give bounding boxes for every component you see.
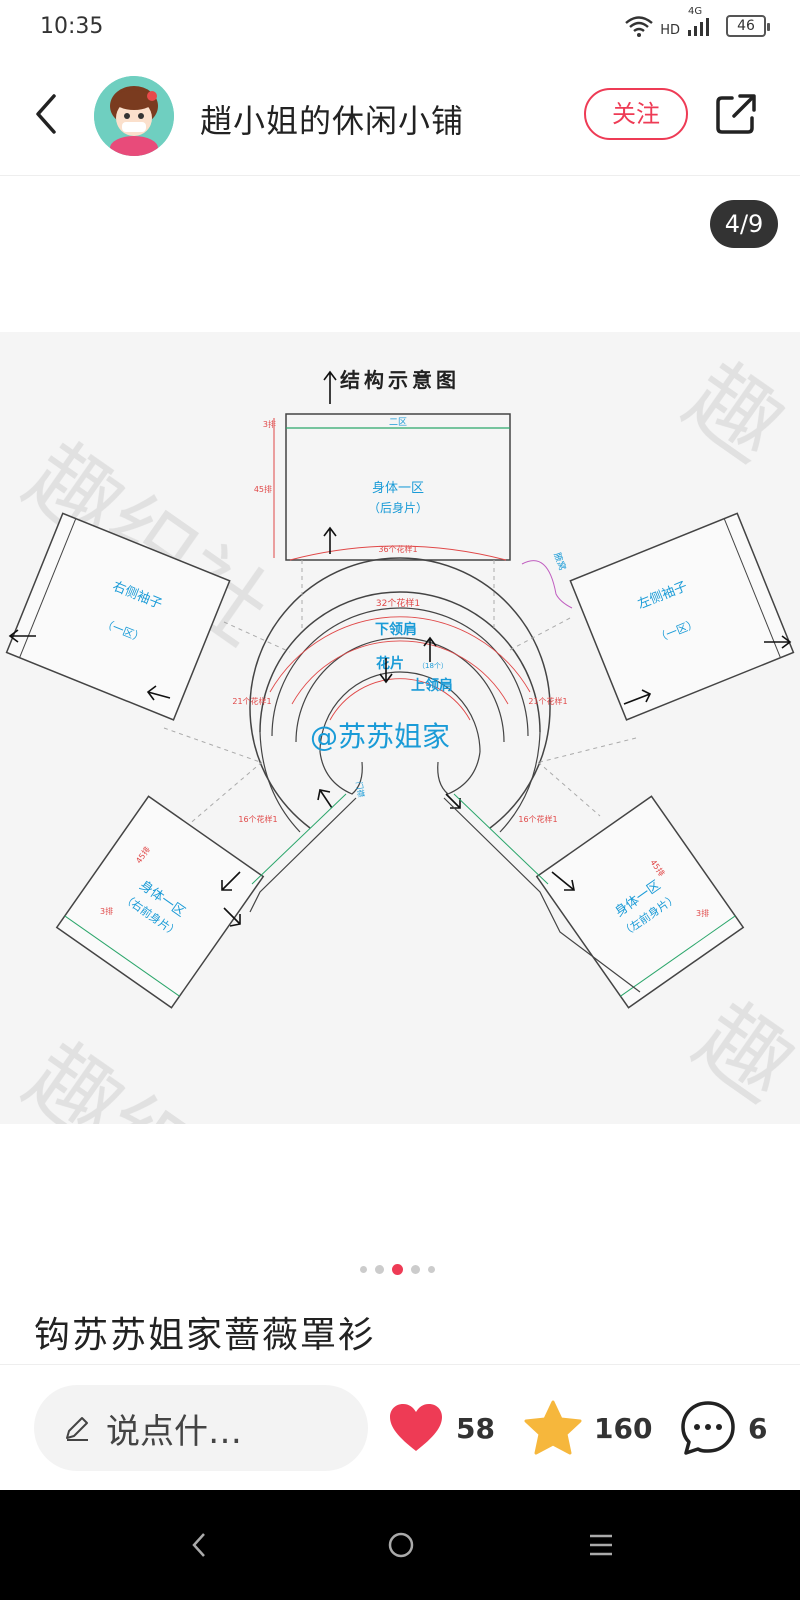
- right-front-panel: 身体一区 （右前身片）: [55, 795, 265, 1009]
- guide-lines: [163, 560, 637, 833]
- rows-3-label: 3排: [263, 419, 276, 429]
- diagram-watermark-text: @苏苏姐家: [310, 720, 450, 753]
- comment-input[interactable]: 说点什…: [34, 1385, 368, 1471]
- follow-button[interactable]: 关注: [584, 88, 688, 140]
- shop-name[interactable]: 趙小姐的休闲小铺: [200, 102, 465, 140]
- favorite-count: 160: [594, 1411, 653, 1445]
- back-zone-two-label: 二区: [389, 417, 407, 428]
- right-sleeve-panel: 右侧袖子 （一区）: [5, 512, 231, 721]
- armpit-label: 腋窝: [551, 551, 568, 572]
- carousel-dot-active[interactable]: [392, 1264, 403, 1275]
- back-body-label: 身体一区: [372, 480, 424, 496]
- wifi-icon: [625, 16, 653, 37]
- status-bar: 10:35 HD 4G 46: [0, 0, 800, 56]
- back-pattern-label: 36个花样1: [378, 544, 417, 554]
- header: 趙小姐的休闲小铺 关注: [0, 60, 800, 176]
- status-time: 10:35: [40, 14, 104, 39]
- rows-45-label: 45排: [254, 484, 272, 494]
- yoke-rings: [249, 557, 551, 833]
- system-nav-bar: [0, 1490, 800, 1600]
- back-body-panel: 二区 身体一区 （后身片） 36个花样1 45排 3排: [254, 370, 511, 561]
- left-sleeve-panel: 左侧袖子 （一区）: [569, 512, 795, 721]
- pattern-16-left-label: 16个花样1: [238, 814, 277, 824]
- comments-button[interactable]: 6: [680, 1395, 767, 1461]
- heart-icon: [390, 1404, 442, 1451]
- diagram-title: 结构示意图: [340, 368, 460, 392]
- svg-text:趣: 趣: [677, 984, 800, 1122]
- like-button[interactable]: 58: [388, 1395, 495, 1461]
- back-button[interactable]: [26, 84, 66, 144]
- nav-menu-icon: [590, 1534, 612, 1556]
- flower-label: 花片: [376, 655, 404, 672]
- flower-count-label: （18个）: [418, 662, 448, 670]
- back-body-sub-label: （后身片）: [368, 500, 428, 515]
- placket-label: 门襟: [354, 781, 367, 798]
- upper-collar-label: 上领肩: [411, 677, 453, 694]
- nav-menu-button[interactable]: [576, 1520, 626, 1570]
- share-icon: [716, 94, 756, 134]
- rows-3-front-right-label: 3排: [696, 908, 709, 918]
- pencil-icon: [66, 1417, 88, 1441]
- star-icon: [524, 1400, 582, 1455]
- pattern-21-right-label: 21个花样1: [528, 696, 567, 706]
- hd-indicator: HD: [660, 22, 680, 38]
- bottom-action-bar: 说点什… 58 160 6: [0, 1364, 800, 1490]
- like-count: 58: [456, 1411, 495, 1445]
- nav-back-button[interactable]: [174, 1520, 224, 1570]
- nav-home-icon: [388, 1532, 414, 1558]
- pattern-16-right-label: 16个花样1: [518, 814, 557, 824]
- post-title: 钩苏苏姐家蔷薇罩衫: [34, 1315, 377, 1356]
- left-front-panel: 身体一区 （左前身片）: [535, 795, 745, 1009]
- comment-placeholder: 说点什…: [106, 1411, 242, 1452]
- page-counter: 4/9: [710, 200, 778, 248]
- back-arrow-icon: [36, 94, 56, 134]
- pattern-diagram-image[interactable]: 趣织社 趣 趣织 趣 二区 身体一区 （后身片） 36个花样1 45排 3排: [0, 332, 800, 1124]
- network-type: 4G: [688, 6, 703, 17]
- favorite-button[interactable]: 160: [524, 1395, 652, 1461]
- pattern-32-label: 32个花样1: [376, 597, 420, 609]
- carousel-dot[interactable]: [411, 1265, 420, 1274]
- svg-text:趣织: 趣织: [7, 1024, 215, 1124]
- avatar[interactable]: [94, 76, 174, 156]
- share-button[interactable]: [712, 90, 760, 138]
- status-icons: HD 4G 46: [624, 6, 770, 38]
- carousel-dot[interactable]: [375, 1265, 384, 1274]
- comment-bubble-icon: [681, 1401, 735, 1455]
- rows-3-front-left-label: 3排: [100, 906, 113, 916]
- signal-icon: 4G: [686, 6, 712, 38]
- pattern-21-left-label: 21个花样1: [232, 696, 271, 706]
- nav-home-button[interactable]: [376, 1520, 426, 1570]
- lower-collar-label: 下领肩: [375, 621, 417, 638]
- comment-count: 6: [748, 1411, 768, 1445]
- carousel-dot[interactable]: [428, 1266, 435, 1273]
- nav-back-icon: [192, 1533, 205, 1557]
- battery-indicator: 46: [726, 15, 770, 37]
- carousel-dots: [360, 1264, 435, 1275]
- carousel-dot[interactable]: [360, 1266, 367, 1273]
